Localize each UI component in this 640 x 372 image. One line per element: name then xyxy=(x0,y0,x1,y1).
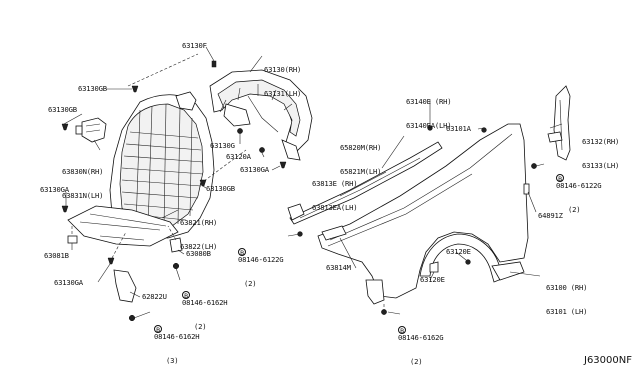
label-63101A: 63101A xyxy=(446,124,471,133)
bolt-marker-icon: B xyxy=(154,325,162,334)
label-63130GB-mid: 63130GB xyxy=(206,184,235,193)
bolt-marker-icon: B xyxy=(182,291,190,300)
label-08146-6122G-right-qty: (2) xyxy=(568,205,581,214)
front-fender-63100 xyxy=(317,123,530,305)
label-63130GB-top: 63130GB xyxy=(78,84,107,93)
label-63813E-rh: 63813E (RH) xyxy=(312,179,358,188)
label-63140EA-lh: 63140EA(LH) xyxy=(406,121,452,130)
label-65820M-rh: 65820M(RH) xyxy=(340,143,382,152)
bolt-marker-icon: B xyxy=(238,248,246,257)
label-63130GA-left: 63130GA xyxy=(40,185,69,194)
label-08146-6162H-b: 08146-6162H xyxy=(154,332,200,341)
label-08146-6162G: 08146-6162G xyxy=(398,333,444,342)
label-63130GA-bottom: 63130GA xyxy=(54,278,83,287)
label-63100-rh: 63100 (RH) xyxy=(546,283,588,292)
label-63120E-b: 63120E xyxy=(420,275,445,284)
label-63830-rh: 63830N(RH) xyxy=(62,167,104,176)
label-63120E-a: 63120E xyxy=(446,247,471,256)
bolt-marker-icon: B xyxy=(556,174,564,183)
label-63830-63831: 63830N(RH) 63831N(LH) xyxy=(62,152,103,216)
label-63130GB-left: 63130GB xyxy=(48,105,77,114)
label-63131-lh: 63131(LH) xyxy=(264,89,302,98)
label-63132-rh: 63132(RH) xyxy=(582,137,620,146)
label-63140E-rh: 63140E (RH) xyxy=(406,97,452,106)
label-08146-6122G-mid: 08146-6122G xyxy=(238,255,284,264)
label-63132-63133: 63132(RH) 63133(LH) xyxy=(582,122,619,186)
label-63120A: 63120A xyxy=(226,152,251,161)
label-63133-lh: 63133(LH) xyxy=(582,161,620,170)
label-63130F: 63130F xyxy=(182,41,207,50)
strip-63814M xyxy=(321,225,347,241)
label-63081B: 63081B xyxy=(44,251,69,260)
label-65820M-65821M: 65820M(RH) 65821M(LH) xyxy=(340,128,381,192)
label-63130-rh: 63130(RH) xyxy=(264,65,302,74)
label-62822U: 62822U xyxy=(142,292,167,301)
label-63813E-63813EA: 63813E (RH) 63813EA(LH) xyxy=(312,164,358,228)
label-63101-lh: 63101 (LH) xyxy=(546,307,588,316)
label-08146-6162H-b-qty: (3) xyxy=(166,356,179,365)
wheelhouse-liner-63130 xyxy=(209,69,313,161)
label-08146-6122G-mid-qty: (2) xyxy=(244,279,257,288)
label-08146-6162H-a: 08146-6162H xyxy=(182,298,228,307)
label-63821-rh: 63821(RH) xyxy=(180,218,218,227)
side-molding-65820M xyxy=(287,141,443,225)
bracket-63132 xyxy=(547,85,571,161)
bracket-63830 xyxy=(75,117,107,143)
label-63140E-63140EA: 63140E (RH) 63140EA(LH) xyxy=(406,82,452,146)
label-63822-lh: 63822(LH) xyxy=(180,242,218,251)
label-63130-63131: 63130(RH) 63131(LH) xyxy=(264,50,301,114)
figure-id: J63000NF xyxy=(584,355,632,366)
label-08146-6162H-a-qty: (2) xyxy=(194,322,207,331)
label-63813EA-lh: 63813EA(LH) xyxy=(312,203,358,212)
bolt-marker-icon: B xyxy=(398,326,406,335)
label-63821-63822: 63821(RH) 63822(LH) xyxy=(180,203,217,267)
under-cover-63821 xyxy=(67,205,179,247)
label-64891Z: 64891Z xyxy=(538,211,563,220)
fender-fixings xyxy=(297,125,537,315)
label-08146-6122G-right: 08146-6122G xyxy=(556,181,602,190)
label-65821M-lh: 65821M(LH) xyxy=(340,167,382,176)
label-63831-lh: 63831N(LH) xyxy=(62,191,104,200)
label-63130G: 63130G xyxy=(210,141,235,150)
label-08146-6162G-qty: (2) xyxy=(410,357,423,366)
label-63130GA-mid: 63130GA xyxy=(240,165,269,174)
clips-and-screws xyxy=(61,60,287,322)
label-63080B: 63080B xyxy=(186,249,211,258)
label-63100-63101: 63100 (RH) 63101 (LH) xyxy=(546,268,587,332)
leader-lines xyxy=(63,46,563,319)
label-63814M: 63814M xyxy=(326,263,351,272)
